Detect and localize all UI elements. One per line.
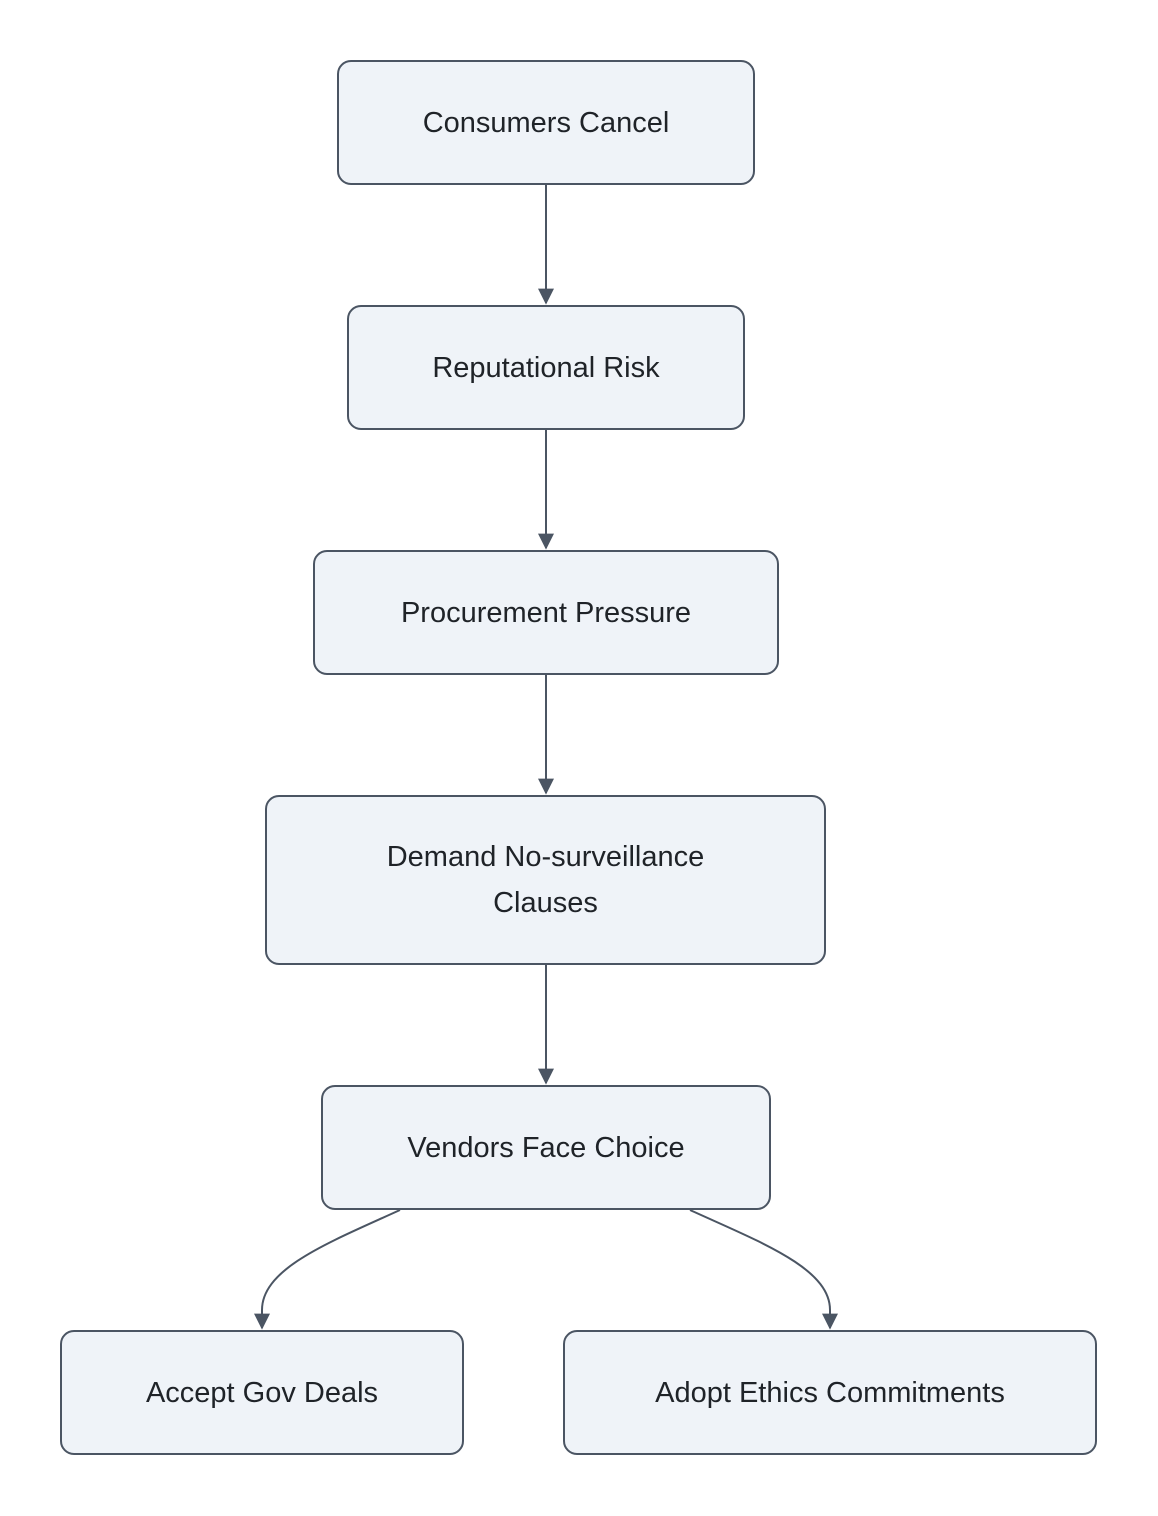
node-consumers-cancel: Consumers Cancel (337, 60, 755, 185)
node-label: Consumers Cancel (422, 106, 670, 139)
node-adopt-ethics-commitments: Adopt Ethics Commitments (563, 1330, 1097, 1455)
node-reputational-risk: Reputational Risk (347, 305, 745, 430)
node-label: Accept Gov Deals (145, 1376, 379, 1409)
node-accept-gov-deals: Accept Gov Deals (60, 1330, 464, 1455)
edge-vendors-to-accept (254, 1209, 401, 1330)
node-label: Adopt Ethics Commitments (655, 1376, 1005, 1409)
node-demand-clauses: Demand No-surveillance Clauses (265, 795, 826, 965)
node-label: Procurement Pressure (400, 596, 692, 629)
node-procurement-pressure: Procurement Pressure (313, 550, 779, 675)
edge-vendors-to-adopt (689, 1209, 838, 1330)
node-label: Vendors Face Choice (407, 1131, 685, 1164)
node-label: Demand No-surveillance Clauses (386, 841, 705, 919)
node-vendors-face-choice: Vendors Face Choice (321, 1085, 771, 1210)
node-label: Reputational Risk (432, 351, 660, 384)
